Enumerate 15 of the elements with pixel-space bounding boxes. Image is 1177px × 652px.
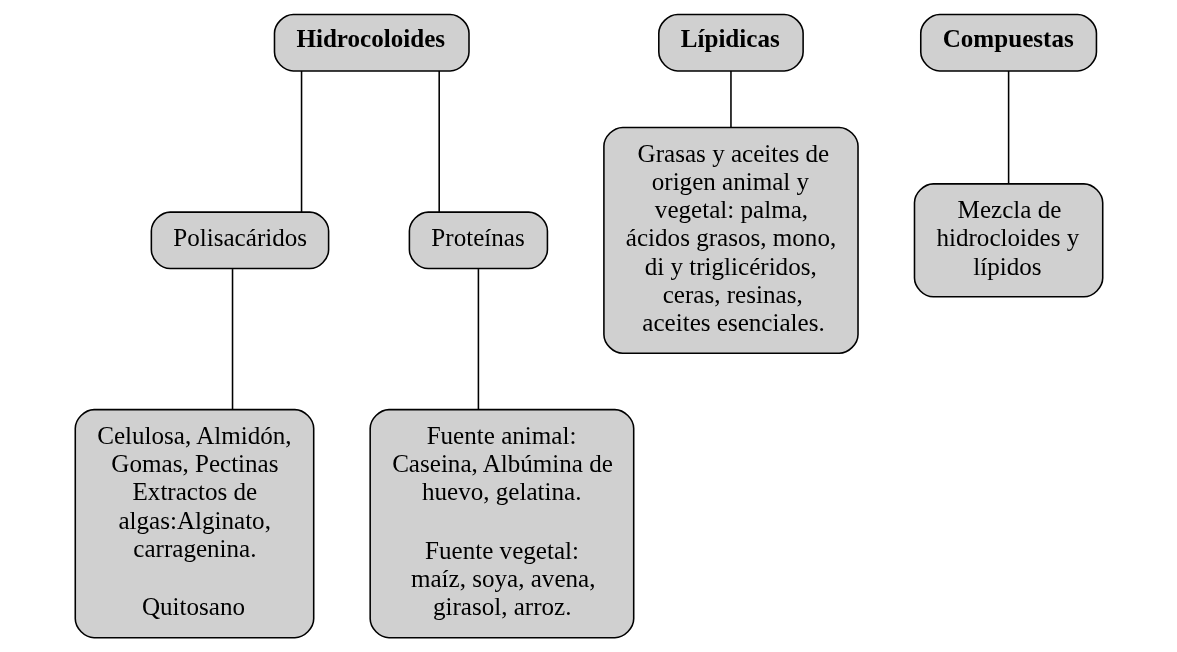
node-box: Lípidicas bbox=[657, 13, 804, 72]
node-box: Proteínas bbox=[408, 211, 548, 270]
node-box: Compuestas bbox=[919, 13, 1097, 72]
node-box: Hidrocoloides bbox=[273, 13, 470, 72]
node-box: Grasas y aceites de origen animal y vegetal: palma, ácidos grasos, mono, di y triglicéridos, ceras, resinas, aceites esenciales. bbox=[602, 126, 859, 355]
node-box: Polisacáridos bbox=[150, 211, 329, 270]
node-box: Mezcla de hidrocloides y lípidos bbox=[913, 183, 1103, 298]
connector bbox=[231, 268, 233, 411]
connector bbox=[1007, 70, 1009, 185]
node-box: Fuente animal: Caseina, Albúmina de huevo, gelatina. Fuente vegetal: maíz, soya, avena, girasol, arroz. bbox=[368, 408, 634, 639]
connector bbox=[437, 70, 440, 213]
connector bbox=[477, 268, 479, 411]
node-box: Celulosa, Almidón, Gomas, Pectinas Extractos de algas:Alginato, carragenina. Quitosano bbox=[74, 408, 314, 639]
connector bbox=[729, 70, 732, 128]
connector bbox=[300, 70, 302, 213]
